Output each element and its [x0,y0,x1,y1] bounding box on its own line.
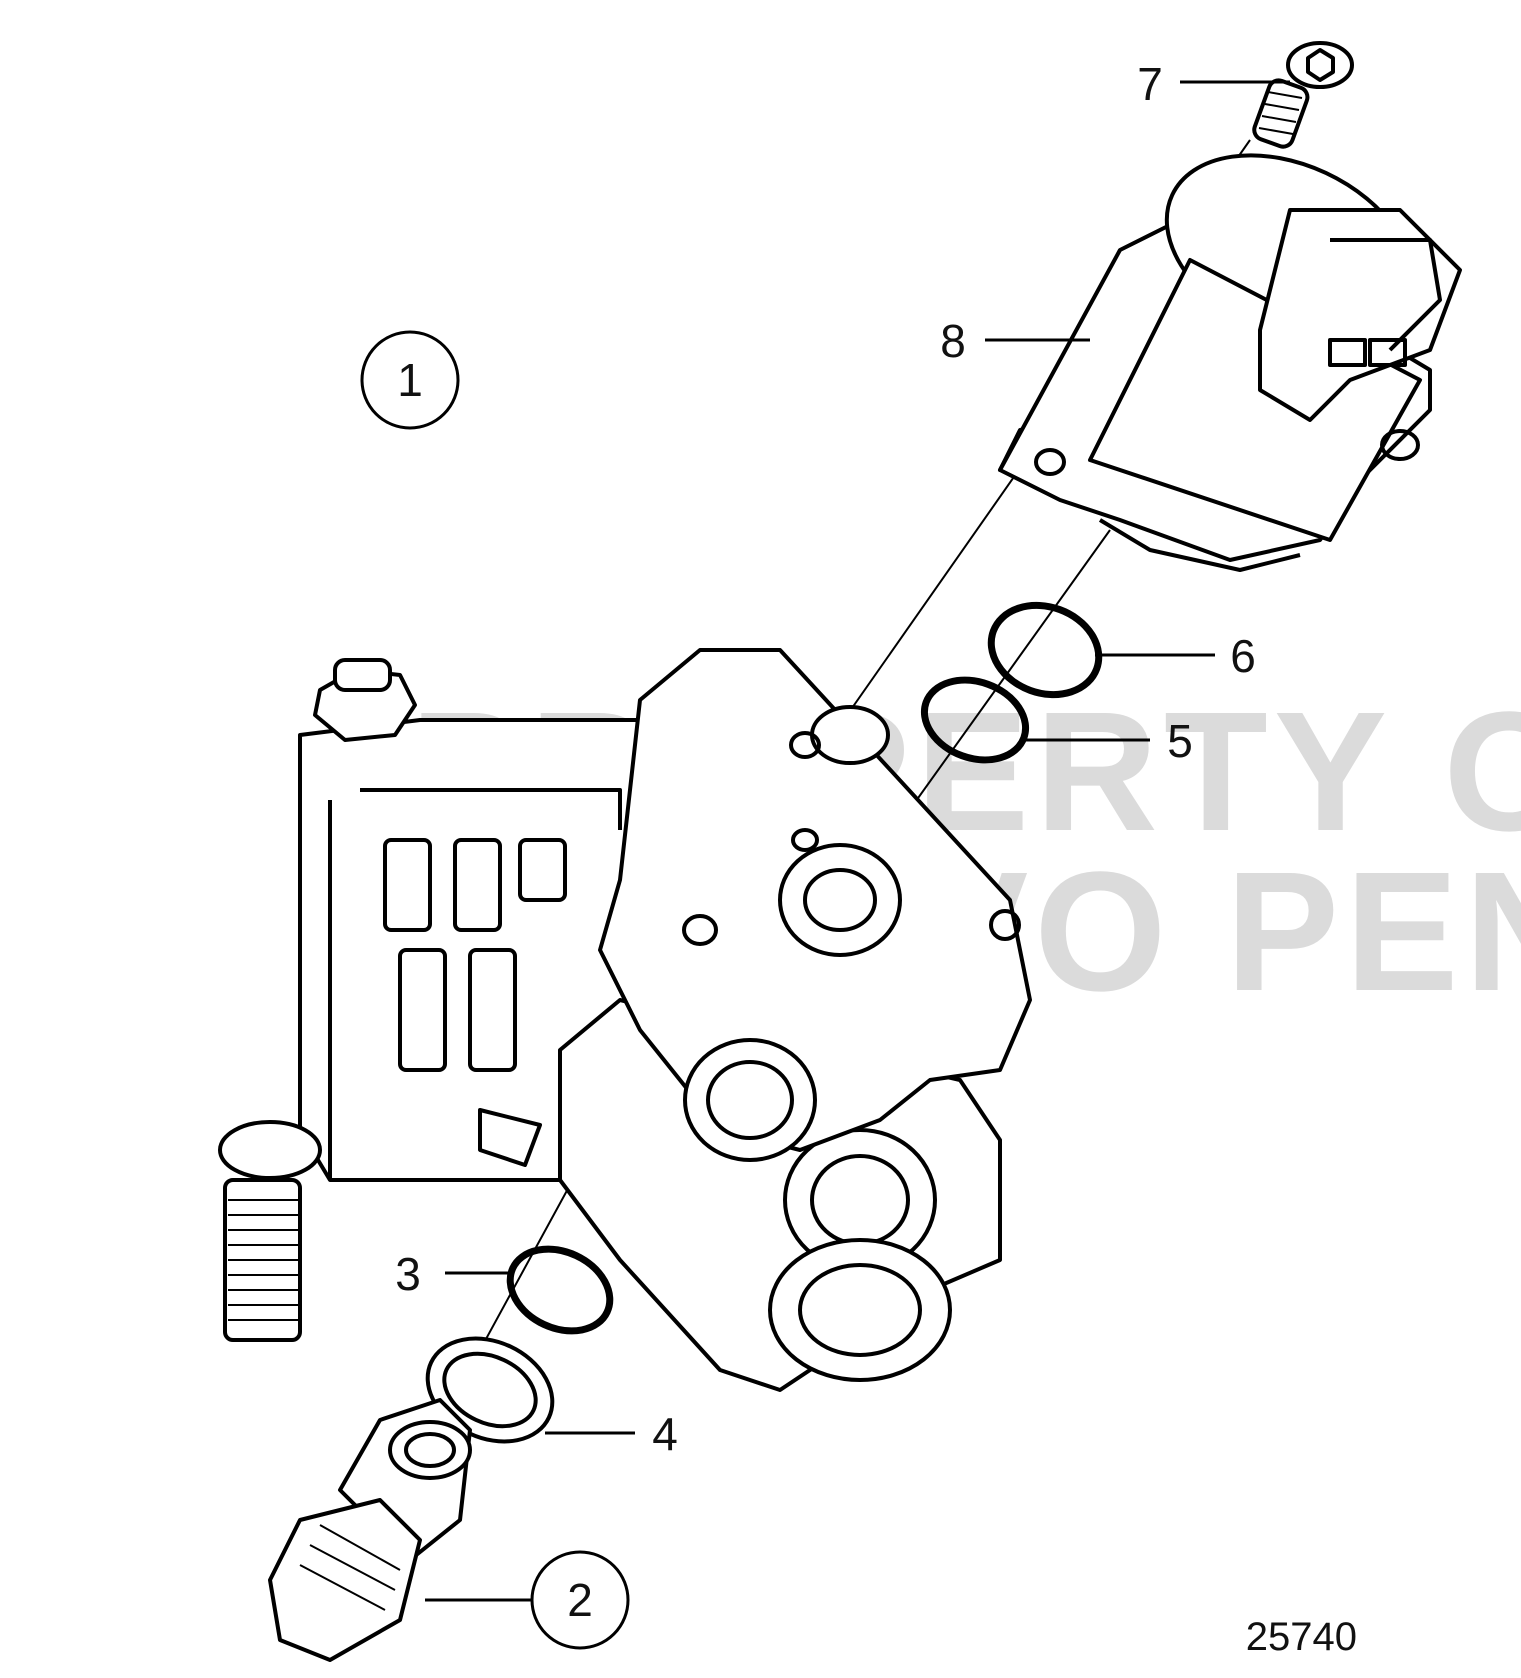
callout-leaders [425,80,1290,1602]
o-ring-5 [920,676,1030,764]
callout-1: 1 [397,354,423,406]
fitting-2 [268,1398,472,1662]
valve-housing [558,648,1032,1392]
o-ring-3 [506,1245,614,1335]
callout-7: 7 [1137,58,1163,110]
callout-circle-2 [530,1550,630,1650]
o-ring-6 [987,601,1103,699]
callout-2: 2 [567,1574,593,1626]
callouts: 1 2 3 4 5 6 7 8 [360,58,1256,1650]
callout-circle-1 [360,330,460,430]
figure-number: 25740 [1246,1615,1357,1659]
callout-8: 8 [940,315,966,367]
callout-5: 5 [1167,715,1193,767]
mounting-bracket [218,658,642,1342]
solenoid-valve [998,153,1462,572]
callout-6: 6 [1230,630,1256,682]
callout-3: 3 [395,1248,421,1300]
screw-7 [1252,41,1354,149]
callout-4: 4 [652,1408,678,1460]
